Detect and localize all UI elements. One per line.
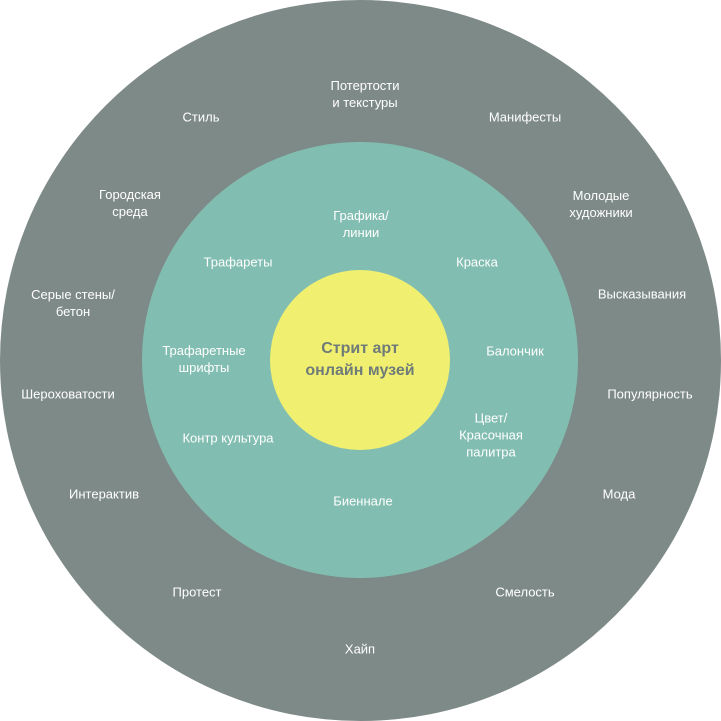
middle-label: Трафареты: [203, 254, 273, 270]
outer-label: Потертости и текстуры: [330, 78, 400, 110]
outer-label: Хайп: [344, 641, 376, 657]
outer-label: Мода: [602, 486, 636, 502]
outer-label: Популярность: [607, 386, 693, 402]
middle-label: Графика/ линии: [333, 208, 389, 240]
middle-label: Трафаретные шрифты: [162, 343, 246, 375]
outer-label: Городская среда: [99, 187, 161, 219]
middle-label: Краска: [456, 254, 498, 270]
middle-label: Биеннале: [333, 493, 393, 509]
center-title: Стрит арт онлайн музей: [305, 340, 415, 379]
middle-label: Цвет/ Красочная палитра: [459, 410, 523, 460]
outer-label: Высказывания: [597, 286, 687, 302]
outer-label: Серые стены/ бетон: [31, 287, 115, 319]
center-circle: Стрит арт онлайн музей: [270, 270, 450, 450]
outer-label: Протест: [172, 584, 222, 600]
outer-label: Манифесты: [488, 109, 562, 125]
outer-label: Стиль: [182, 109, 220, 125]
outer-label: Смелость: [495, 584, 555, 600]
middle-label: Контр культура: [182, 430, 274, 446]
middle-label: Балончик: [486, 343, 544, 359]
outer-label: Молодые художники: [569, 188, 633, 220]
outer-label: Шероховатости: [21, 386, 115, 402]
outer-label: Интерактив: [69, 486, 139, 502]
